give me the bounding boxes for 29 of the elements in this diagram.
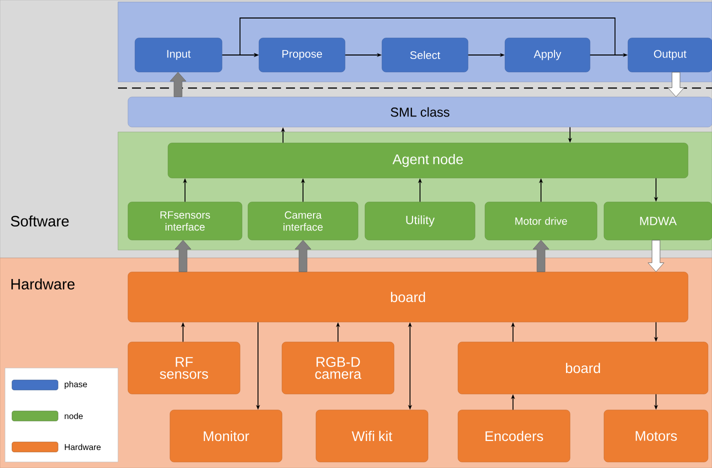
process-box: RGB-D camera — [282, 342, 394, 394]
block-arrow — [170, 72, 186, 98]
process-box: board — [458, 342, 708, 394]
process-box: Utility — [364, 202, 476, 240]
process-box: SML class — [128, 96, 712, 128]
process-box: Wifi kit — [316, 410, 428, 462]
process-box: RFsensors interface — [128, 202, 242, 240]
process-box: Agent node — [168, 142, 688, 178]
block-arrow — [532, 240, 550, 272]
process-box: Motor drive — [484, 202, 598, 240]
block-arrow — [174, 240, 192, 272]
process-box: RF sensors — [128, 342, 240, 394]
legend-label: phase — [64, 381, 87, 389]
block-arrow — [294, 240, 312, 272]
process-box: Encoders — [458, 410, 570, 462]
process-box: Apply — [504, 38, 590, 72]
process-box: board — [128, 272, 688, 322]
block-arrow — [668, 72, 684, 98]
process-box: Camera interface — [248, 202, 358, 240]
block-arrow — [648, 240, 664, 272]
legend-label: Hardware — [64, 444, 101, 450]
process-box: Propose — [258, 38, 346, 72]
process-box: Select — [382, 38, 468, 72]
process-box: Input — [134, 38, 222, 72]
process-box: Monitor — [170, 410, 282, 462]
legend-label: node — [64, 412, 83, 420]
process-box: MDWA — [604, 202, 712, 240]
process-box: Motors — [604, 410, 708, 462]
process-box: Output — [628, 38, 712, 72]
